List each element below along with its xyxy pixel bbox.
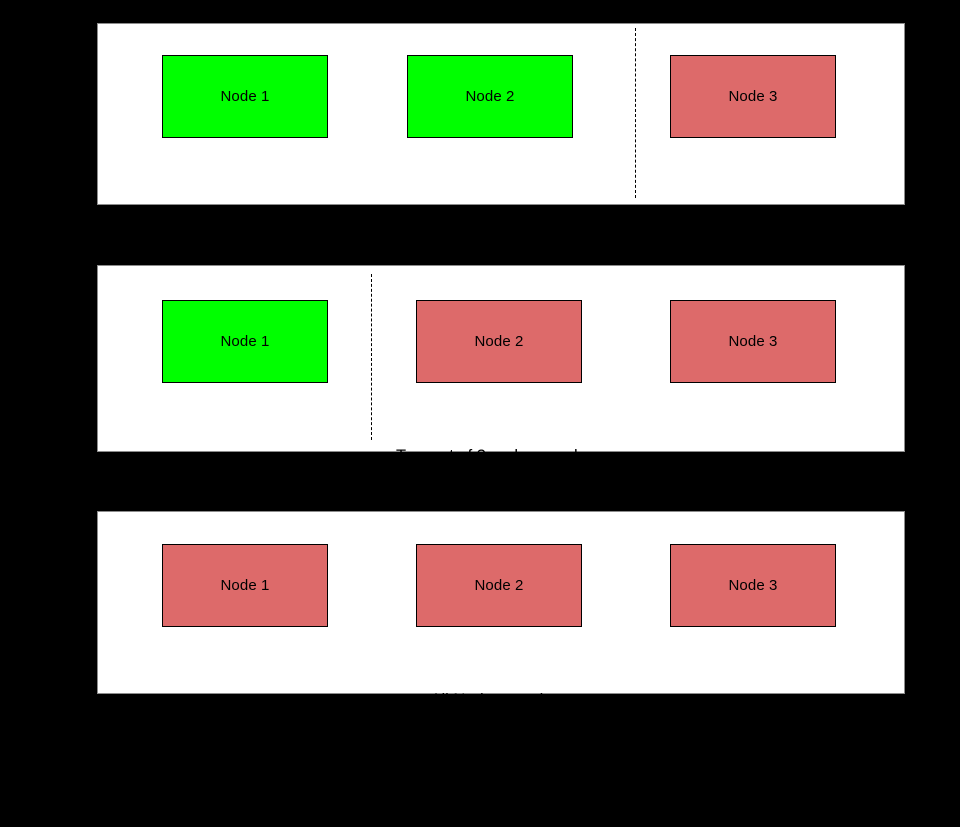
scenario-panel-all-down: Node 1 Node 2 Node 3 All Nodes are down …	[97, 511, 905, 778]
node-box-2[interactable]: Node 2	[416, 544, 582, 627]
node-label: Node 2	[465, 88, 515, 105]
node-label: Node 3	[728, 333, 778, 350]
node-box-1[interactable]: Node 1	[162, 55, 328, 138]
node-label: Node 1	[220, 333, 270, 350]
node-box-3[interactable]: Node 3	[670, 544, 836, 627]
caption-line-1: Two out of 3 nodes are up	[406, 204, 598, 222]
node-box-3[interactable]: Node 3	[670, 300, 836, 383]
node-box-2[interactable]: Node 2	[407, 55, 573, 138]
node-label: Node 1	[220, 88, 270, 105]
node-box-2[interactable]: Node 2	[416, 300, 582, 383]
caption-line-2: Majority Fails & Cluster Stops	[393, 760, 611, 778]
quorum-divider-line	[635, 28, 636, 198]
node-box-1[interactable]: Node 1	[162, 300, 328, 383]
scenario-caption: All Nodes are down Majority Fails & Clus…	[98, 643, 906, 827]
node-label: Node 3	[728, 577, 778, 594]
quorum-divider-line	[371, 274, 372, 440]
node-label: Node 2	[474, 333, 524, 350]
node-box-3[interactable]: Node 3	[670, 55, 836, 138]
node-box-1[interactable]: Node 1	[162, 544, 328, 627]
caption-line-1: Two out of 3 nodes are down	[396, 447, 608, 465]
node-label: Node 2	[474, 577, 524, 594]
scenario-panel-majority-up: Node 1 Node 2 Node 3 Two out of 3 nodes …	[97, 23, 905, 291]
scenario-panel-majority-down: Node 1 Node 2 Node 3 Two out of 3 nodes …	[97, 265, 905, 534]
node-label: Node 1	[220, 577, 270, 594]
node-label: Node 3	[728, 88, 778, 105]
caption-line-1: All Nodes are down	[430, 691, 574, 709]
diagram-canvas: Node 1 Node 2 Node 3 Two out of 3 nodes …	[97, 23, 905, 778]
